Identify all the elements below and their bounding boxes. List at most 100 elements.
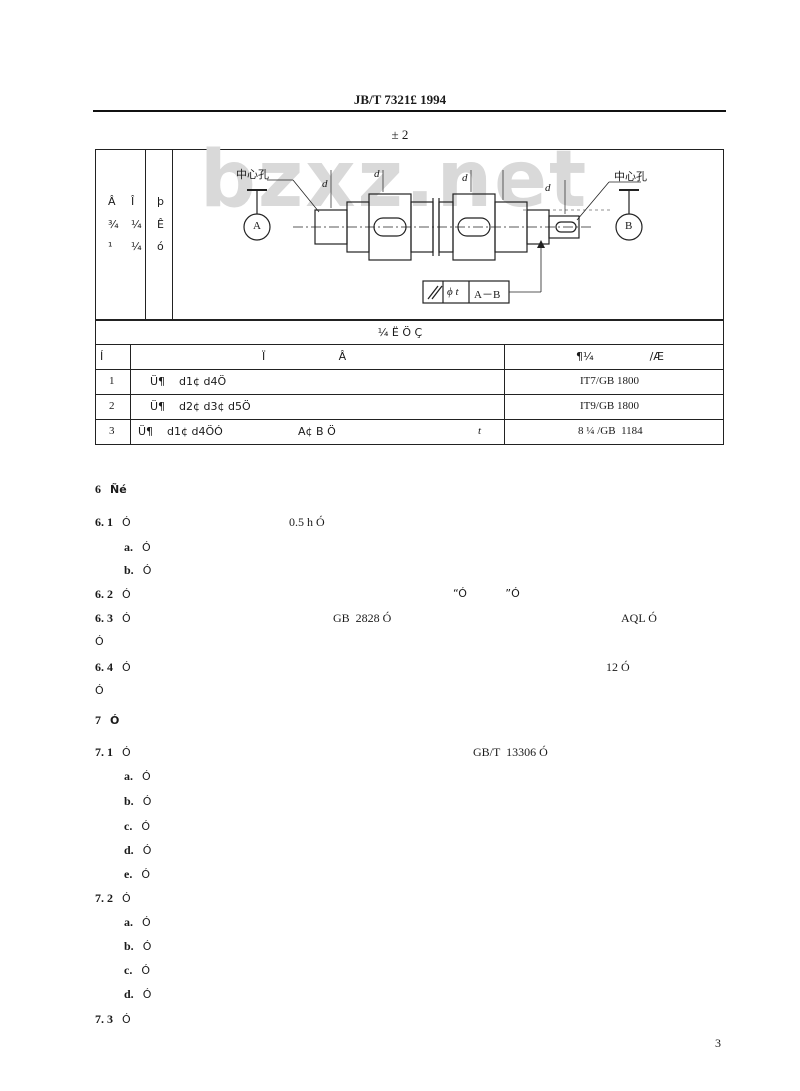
item-marker: b. bbox=[124, 794, 134, 808]
clause-6-3-extra: GB 2828 Ó bbox=[333, 611, 392, 625]
row-1-std: IT7/GB 1800 bbox=[580, 375, 639, 387]
item-marker: c. bbox=[124, 819, 133, 833]
clause-6-1-extra: 0.5 h Ó bbox=[289, 515, 325, 529]
clause-text: Ó bbox=[122, 588, 131, 601]
section-6: 6 Ñé bbox=[95, 482, 127, 497]
item-marker: a. bbox=[124, 540, 133, 554]
item-7-2-d: d. Ó bbox=[124, 987, 151, 1002]
dimension-d1-label: d bbox=[322, 178, 328, 190]
row-line-2 bbox=[96, 369, 723, 370]
row-3-tail: t bbox=[478, 425, 482, 437]
page-number: 3 bbox=[715, 1036, 721, 1050]
col-line-2 bbox=[504, 344, 505, 444]
item-marker: b. bbox=[124, 939, 134, 953]
item-marker: b. bbox=[124, 563, 134, 577]
col-header-no: Í bbox=[100, 350, 104, 363]
item-text: Ó bbox=[141, 964, 150, 977]
item-7-2-a: a. Ó bbox=[124, 915, 151, 930]
dimension-d4-label: d bbox=[545, 182, 551, 194]
section-number: 7 bbox=[95, 713, 101, 727]
datum-b-label: B bbox=[625, 220, 633, 232]
item-text: Ó bbox=[142, 916, 151, 929]
row-2-no: 2 bbox=[109, 400, 115, 412]
clause-text: Ó bbox=[122, 746, 131, 759]
drawing-divider-2 bbox=[172, 150, 173, 320]
row-2-std: IT9/GB 1800 bbox=[580, 400, 639, 412]
item-7-1-d: d. Ó bbox=[124, 843, 151, 858]
item-marker: d. bbox=[124, 987, 134, 1001]
clause-6-2-extra: “Ó ”Ó bbox=[453, 587, 520, 600]
left-glyph-7: ¹ bbox=[108, 240, 113, 253]
header-rule bbox=[93, 110, 726, 112]
section-7: 7 Ó bbox=[95, 713, 119, 728]
requirements-table bbox=[95, 319, 724, 445]
drawing-divider-1 bbox=[145, 150, 146, 320]
shaft-drawing bbox=[243, 170, 643, 304]
clause-text: Ó bbox=[122, 516, 131, 529]
clause-6-4-cont: Ó bbox=[95, 684, 104, 697]
item-marker: e. bbox=[124, 867, 133, 881]
clause-number: 6. 4 bbox=[95, 660, 113, 674]
clause-6-3: 6. 3 Ó bbox=[95, 611, 131, 626]
item-marker: a. bbox=[124, 915, 133, 929]
table-title: ± 2 bbox=[391, 127, 409, 142]
clause-text: Ó bbox=[122, 661, 131, 674]
item-7-1-e: e. Ó bbox=[124, 867, 150, 882]
tolerance-value: ϕ t bbox=[447, 286, 459, 298]
item-6-1-a: a. Ó bbox=[124, 540, 151, 555]
clause-6-4-extra: 12 Ó bbox=[606, 660, 630, 674]
clause-6-2: 6. 2 Ó bbox=[95, 587, 131, 602]
section-number: 6 bbox=[95, 482, 101, 496]
clause-number: 7. 1 bbox=[95, 745, 113, 759]
clause-7-2: 7. 2 Ó bbox=[95, 891, 131, 906]
left-glyph-1: Â bbox=[108, 195, 116, 208]
left-glyph-4: ¾ bbox=[108, 218, 119, 231]
clause-7-3: 7. 3 Ó bbox=[95, 1012, 131, 1027]
col-line-1 bbox=[130, 344, 131, 444]
dimension-d3-label: d bbox=[462, 172, 468, 184]
left-glyph-5: ¼ bbox=[131, 218, 142, 231]
row-line-3 bbox=[96, 394, 723, 395]
item-text: Ó bbox=[142, 940, 152, 953]
item-6-1-b: b. Ó bbox=[124, 563, 151, 578]
item-marker: d. bbox=[124, 843, 134, 857]
item-text: Ó bbox=[142, 844, 152, 857]
col-header-std: ¶¼ /Æ bbox=[576, 350, 665, 363]
item-7-2-b: b. Ó bbox=[124, 939, 151, 954]
clause-6-3-extra2: AQL Ó bbox=[621, 611, 657, 625]
clause-6-1: 6. 1 Ó bbox=[95, 515, 131, 530]
row-3-mid: A¢ B Ö bbox=[298, 425, 336, 438]
item-text: Ó bbox=[142, 770, 151, 783]
item-marker: c. bbox=[124, 963, 133, 977]
left-glyph-6: Ê bbox=[157, 218, 164, 231]
watermark: bzxz.net bbox=[200, 135, 589, 225]
row-3-no: 3 bbox=[109, 425, 115, 437]
left-glyph-9: ó bbox=[157, 240, 164, 253]
clause-number: 6. 2 bbox=[95, 587, 113, 601]
left-glyph-8: ¼ bbox=[131, 240, 142, 253]
left-glyph-2: Î bbox=[131, 195, 135, 208]
clause-number: 6. 3 bbox=[95, 611, 113, 625]
clause-7-1-extra: GB/T 13306 Ó bbox=[473, 745, 548, 759]
row-line-4 bbox=[96, 419, 723, 420]
item-text: Ó bbox=[142, 564, 152, 577]
clause-text: Ó bbox=[122, 892, 131, 905]
item-text: Ó bbox=[141, 868, 150, 881]
clause-7-1: 7. 1 Ó bbox=[95, 745, 131, 760]
row-line-1 bbox=[96, 344, 723, 345]
tolerance-datum: A－B bbox=[474, 289, 501, 301]
clause-text: Ó bbox=[122, 612, 131, 625]
section-text: Ñé bbox=[110, 483, 127, 496]
clause-number: 7. 2 bbox=[95, 891, 113, 905]
center-hole-label-right: 中心孔 bbox=[614, 170, 647, 183]
item-7-1-c: c. Ó bbox=[124, 819, 150, 834]
table-subtitle: ¼ Ë Ö Ç bbox=[377, 326, 423, 339]
standard-code: JB/T 7321£ 1994 bbox=[353, 92, 447, 107]
drawing-frame bbox=[95, 149, 724, 321]
section-text: Ó bbox=[110, 714, 120, 727]
item-marker: a. bbox=[124, 769, 133, 783]
center-hole-label-left: 中心孔 bbox=[236, 168, 269, 181]
clause-text: Ó bbox=[122, 1013, 131, 1026]
datum-a-label: A bbox=[253, 220, 261, 232]
row-2-item: Ü¶ d2¢ d3¢ d5Ö bbox=[150, 400, 251, 413]
